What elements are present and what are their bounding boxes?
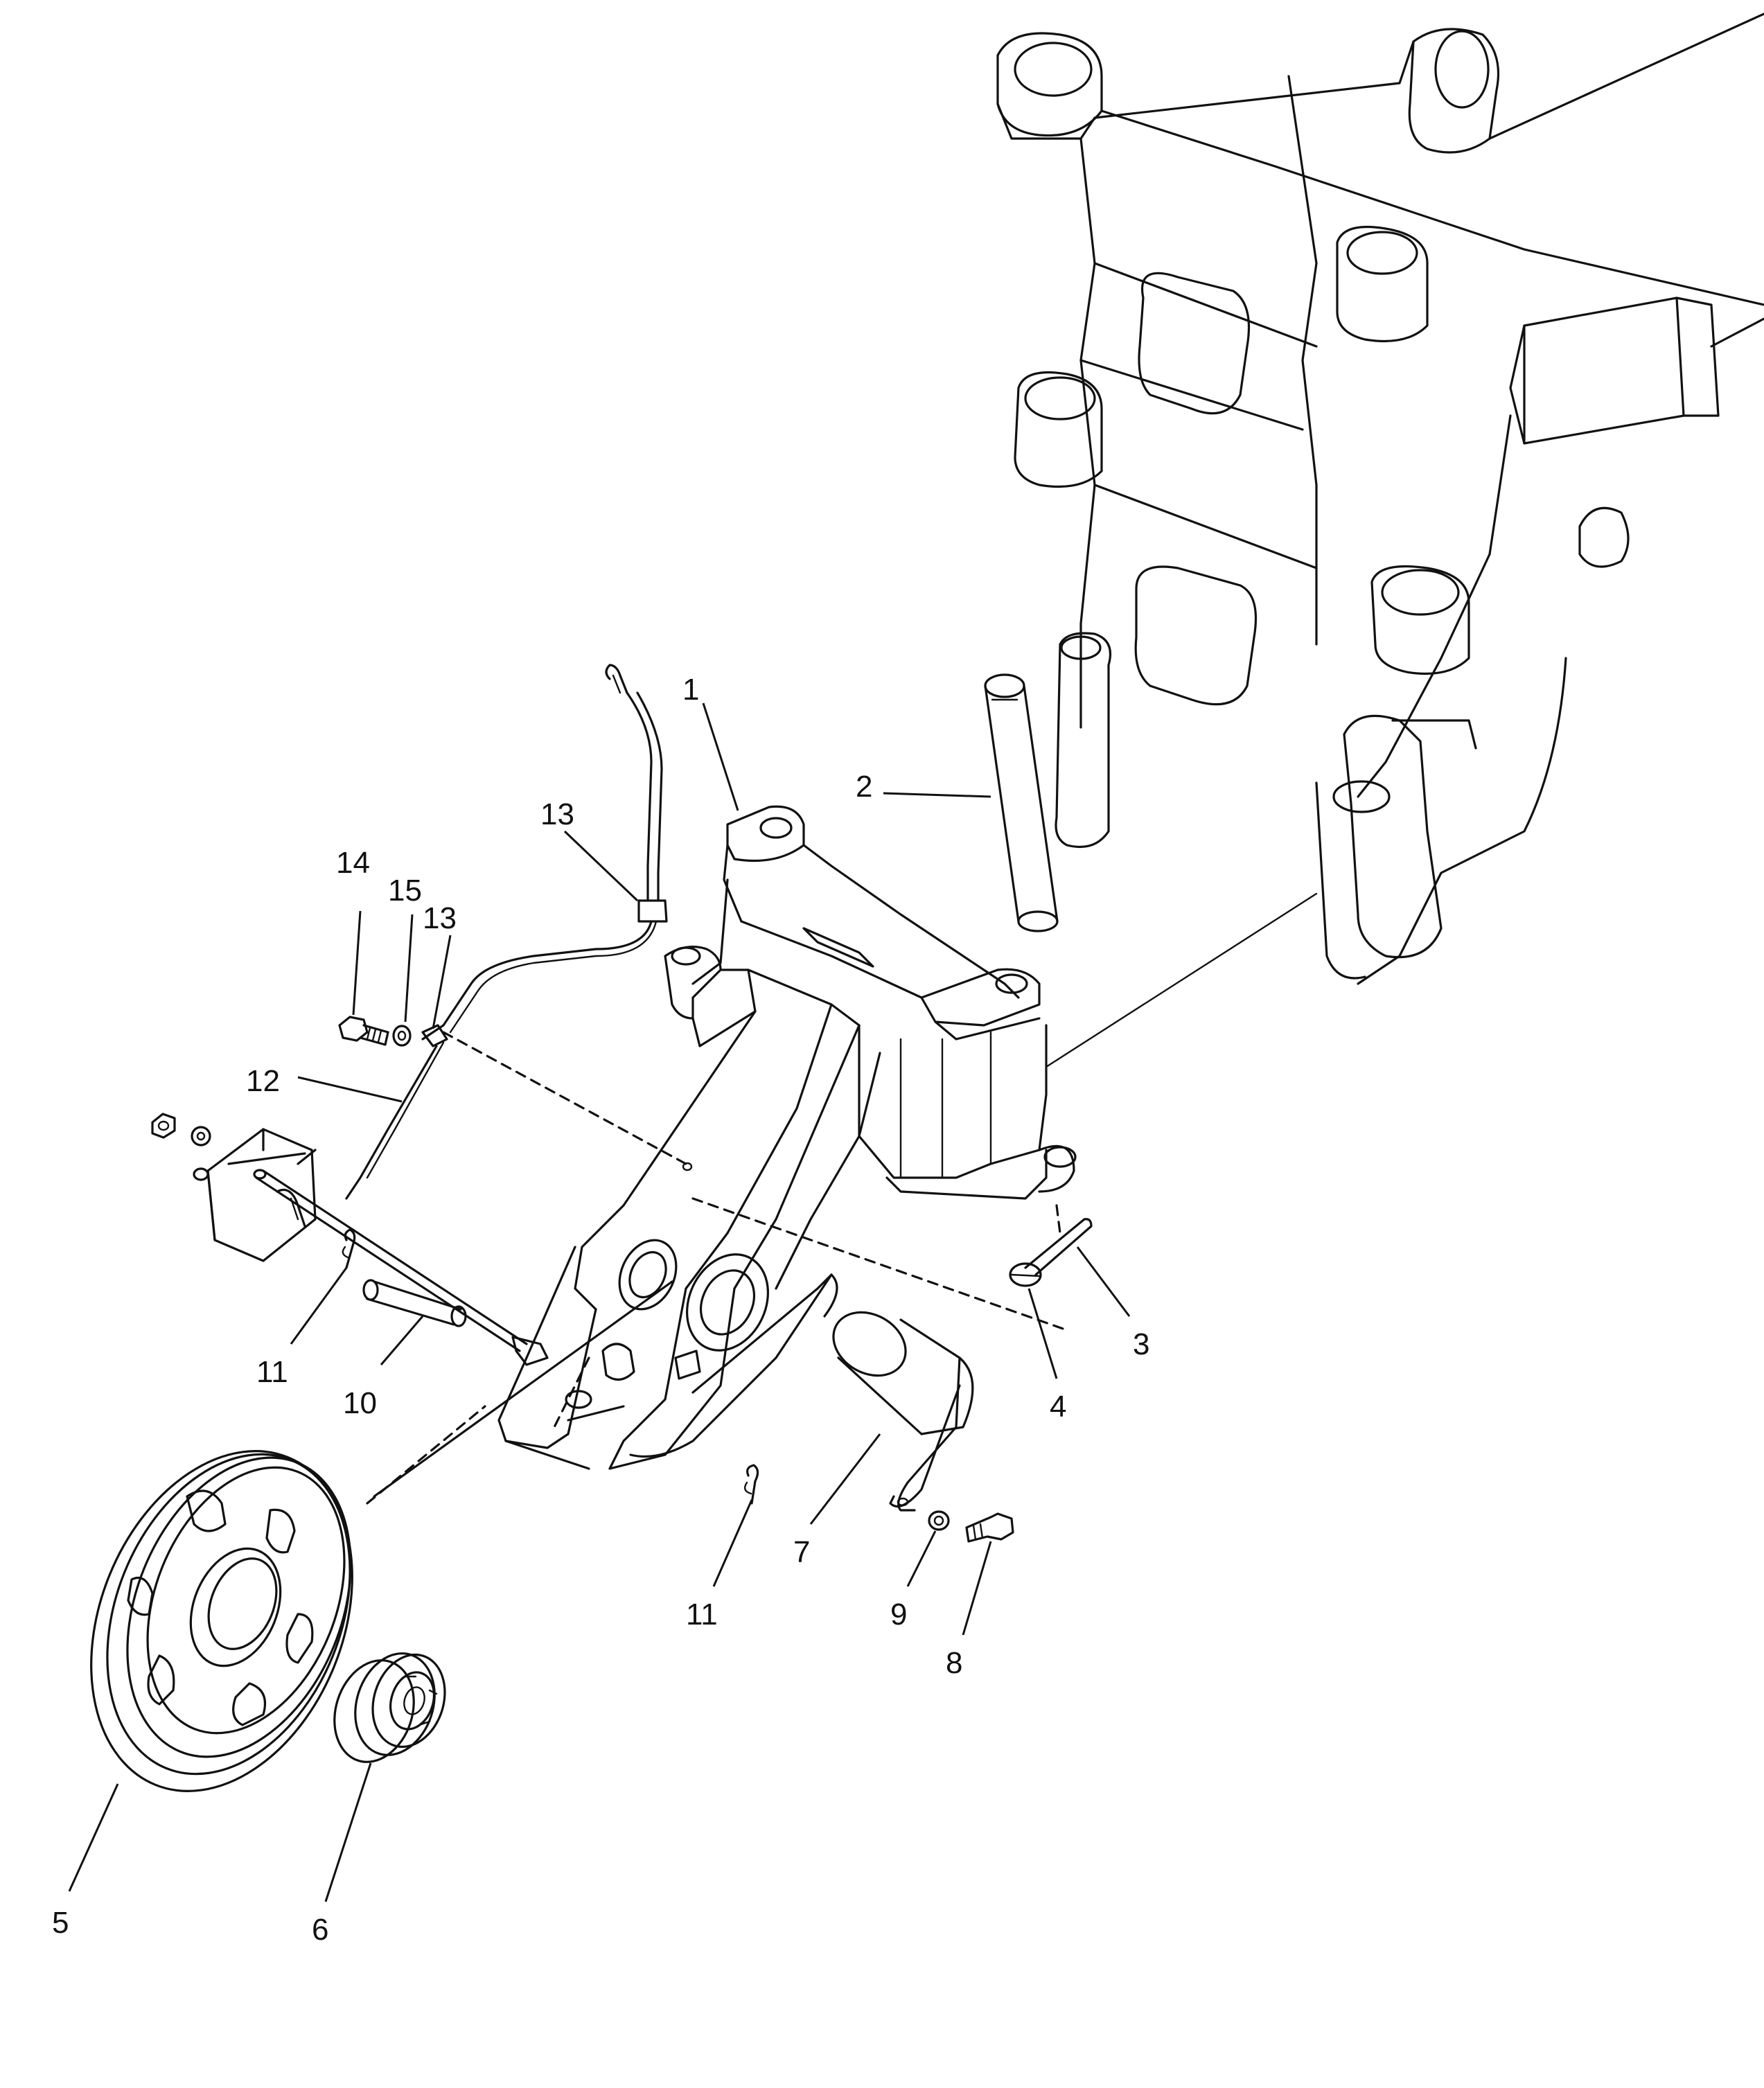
callout-4: 4 xyxy=(1050,1390,1066,1424)
track-frame xyxy=(996,12,1764,1068)
callout-11-right: 11 xyxy=(686,1598,718,1631)
callout-12: 12 xyxy=(246,1064,280,1098)
cylinder-part-7 xyxy=(832,1311,974,1512)
callout-15: 15 xyxy=(388,874,422,908)
callout-6: 6 xyxy=(312,1913,328,1947)
callout-11-left: 11 xyxy=(256,1355,288,1389)
leader-lines xyxy=(68,702,1131,1902)
washer-part-9 xyxy=(928,1510,950,1531)
bolt-part-14 xyxy=(338,1016,389,1046)
bolt-part-3 xyxy=(1024,1218,1093,1276)
cotter-pin-part-11-left xyxy=(342,1228,356,1269)
callout-labels: 1 2 3 4 5 6 7 8 9 10 11 11 12 13 13 14 1… xyxy=(52,673,1149,1947)
idler-wheel-part-5 xyxy=(90,1280,673,1792)
callout-9: 9 xyxy=(890,1598,907,1631)
callout-5: 5 xyxy=(52,1906,69,1940)
cylinder-housing xyxy=(193,1128,549,1366)
nut-part-4 xyxy=(1009,1204,1061,1287)
grease-line-part-12-13 xyxy=(345,664,693,1200)
pin-part-10 xyxy=(362,1279,467,1327)
callout-10: 10 xyxy=(343,1386,377,1420)
roller-part-6 xyxy=(333,1652,446,1763)
bolt-part-8 xyxy=(965,1512,1014,1543)
cotter-pin-part-11-right xyxy=(743,1464,759,1505)
callout-13-upper: 13 xyxy=(540,797,574,831)
nut-and-washer xyxy=(151,1113,211,1147)
callout-8: 8 xyxy=(946,1646,962,1680)
callout-13-lower: 13 xyxy=(423,901,457,935)
callout-3: 3 xyxy=(1133,1327,1149,1361)
callout-1: 1 xyxy=(682,673,699,707)
callout-2: 2 xyxy=(856,770,872,804)
callout-14: 14 xyxy=(336,846,370,880)
callout-7: 7 xyxy=(793,1535,810,1569)
idler-yoke-part-1 xyxy=(497,805,1077,1470)
pin-part-2 xyxy=(984,673,1059,932)
washer-part-15 xyxy=(392,1025,412,1047)
